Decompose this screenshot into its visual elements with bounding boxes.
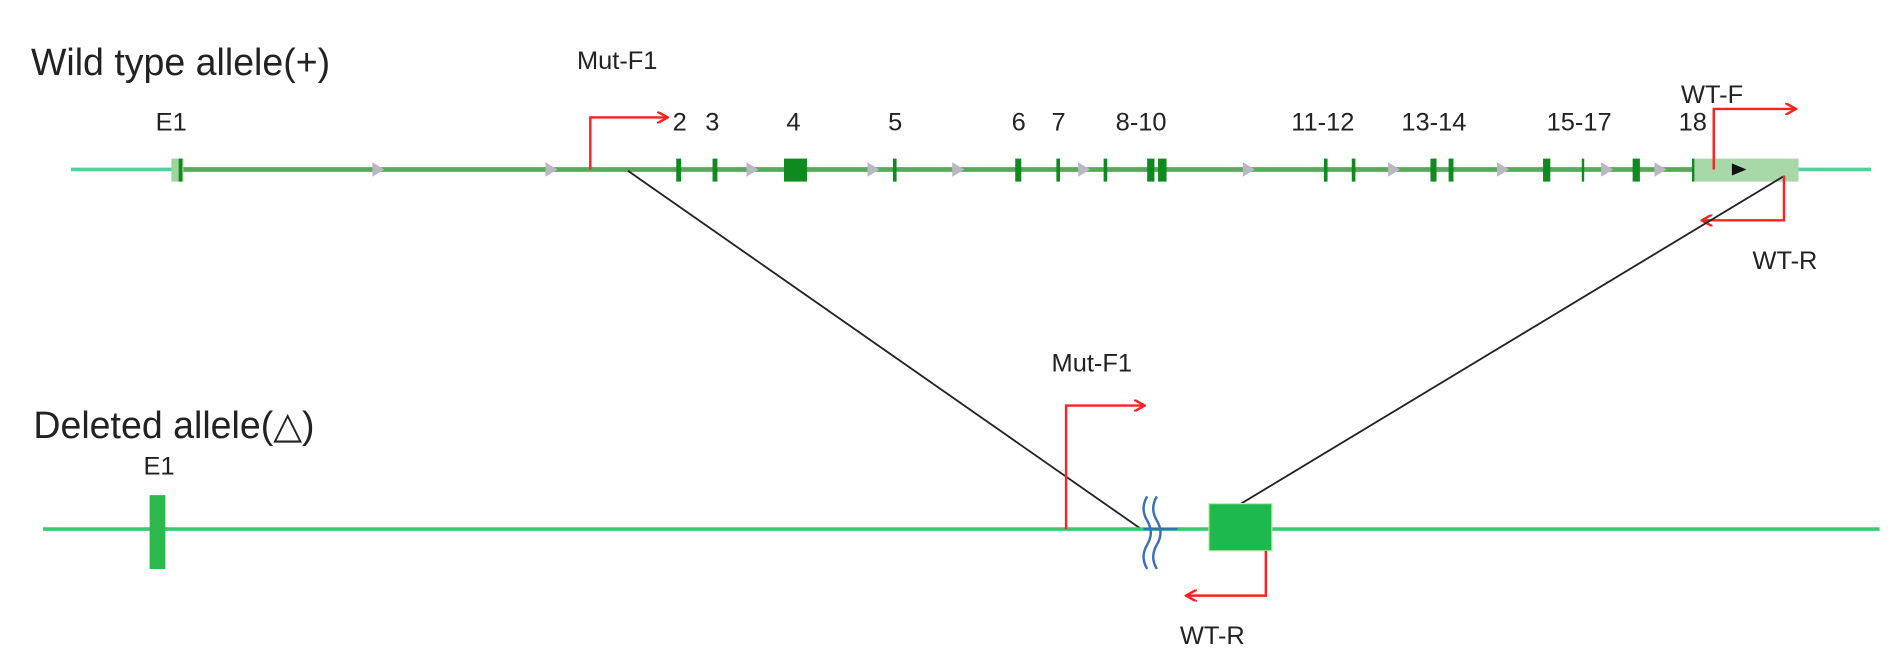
exon-label-6: 6 — [1012, 109, 1026, 137]
mut-f1-primer-arrow-icon — [589, 117, 666, 170]
deleted-mut-f1-label: Mut-F1 — [1052, 350, 1132, 378]
wt-f-label: WT-F — [1681, 81, 1743, 109]
exon-label-13-14: 13-14 — [1401, 109, 1466, 137]
exon-label-2: 2 — [673, 109, 687, 137]
deletion-line-right — [1232, 175, 1784, 510]
deleted-exon-e1 — [149, 495, 166, 569]
exon-label-5: 5 — [888, 109, 902, 137]
break-icon — [1142, 495, 1178, 570]
deleted-allele: Deleted allele(△) E1 Mut-F1 WT-R — [33, 350, 1880, 650]
deleted-e1-label: E1 — [144, 453, 175, 481]
wt-f-primer-arrow-icon — [1712, 109, 1795, 170]
deleted-wt-r-label: WT-R — [1180, 622, 1245, 650]
exon-label-15-17: 15-17 — [1547, 109, 1612, 137]
deleted-wt-r-arrow-icon — [1187, 550, 1268, 596]
deletion-line-left — [627, 169, 1142, 530]
deleted-exon-box — [1208, 503, 1273, 552]
exon-18-box — [1693, 158, 1799, 182]
exon-label-7: 7 — [1052, 109, 1066, 137]
exon-label-e1: E1 — [156, 109, 187, 137]
deleted-title: Deleted allele(△) — [33, 404, 314, 446]
deleted-mut-f1-arrow-icon — [1064, 406, 1143, 530]
exon-label-11-12: 11-12 — [1291, 109, 1354, 137]
wt-r-label: WT-R — [1752, 247, 1817, 275]
wild-type-title: Wild type allele(+) — [31, 41, 330, 83]
exon-label-18: 18 — [1679, 109, 1707, 137]
exons — [171, 158, 1695, 182]
wild-type-allele: Wild type allele(+) E1 2 3 — [31, 41, 1872, 275]
exon-label-8-10: 8-10 — [1116, 109, 1167, 137]
exon-label-3: 3 — [705, 109, 719, 137]
intron-arrows — [372, 162, 1667, 177]
exon-label-4: 4 — [786, 109, 800, 137]
wt-r-primer-arrow-icon — [1703, 175, 1786, 221]
mut-f1-label: Mut-F1 — [577, 47, 657, 75]
direction-arrow-icon — [1731, 163, 1747, 176]
